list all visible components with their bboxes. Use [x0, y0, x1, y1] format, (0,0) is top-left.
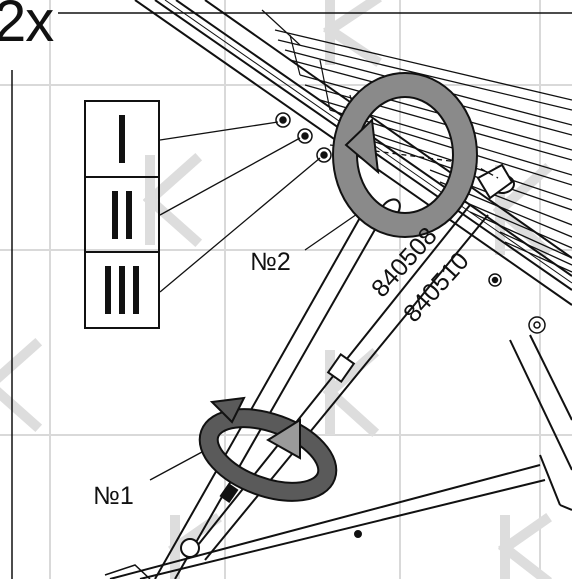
support-rods	[154, 199, 572, 579]
sequence-key-3	[84, 251, 160, 329]
bolt-ref-1-label: №1	[93, 482, 134, 510]
sequence-key-2	[84, 176, 160, 253]
sequence-stroke	[105, 266, 111, 314]
bolt-ref-2-label: №2	[250, 248, 291, 276]
sequence-stroke	[119, 266, 125, 314]
sequence-stroke	[112, 191, 118, 239]
bolt-3	[316, 147, 332, 163]
bolt-2	[297, 128, 313, 144]
lower-frame	[104, 454, 572, 579]
sequence-stroke	[133, 266, 139, 314]
bolt-1	[275, 112, 291, 128]
bolt-4	[488, 273, 502, 287]
sequence-stroke	[126, 191, 132, 239]
bolt-6	[528, 316, 546, 334]
rotation-arrow-upper-icon	[332, 72, 478, 238]
quantity-label: 2x	[0, 0, 54, 54]
sequence-stroke	[119, 115, 125, 163]
frame-border	[11, 12, 572, 579]
rotation-arrow-lower-icon	[198, 396, 338, 502]
leader-lines	[149, 121, 361, 481]
